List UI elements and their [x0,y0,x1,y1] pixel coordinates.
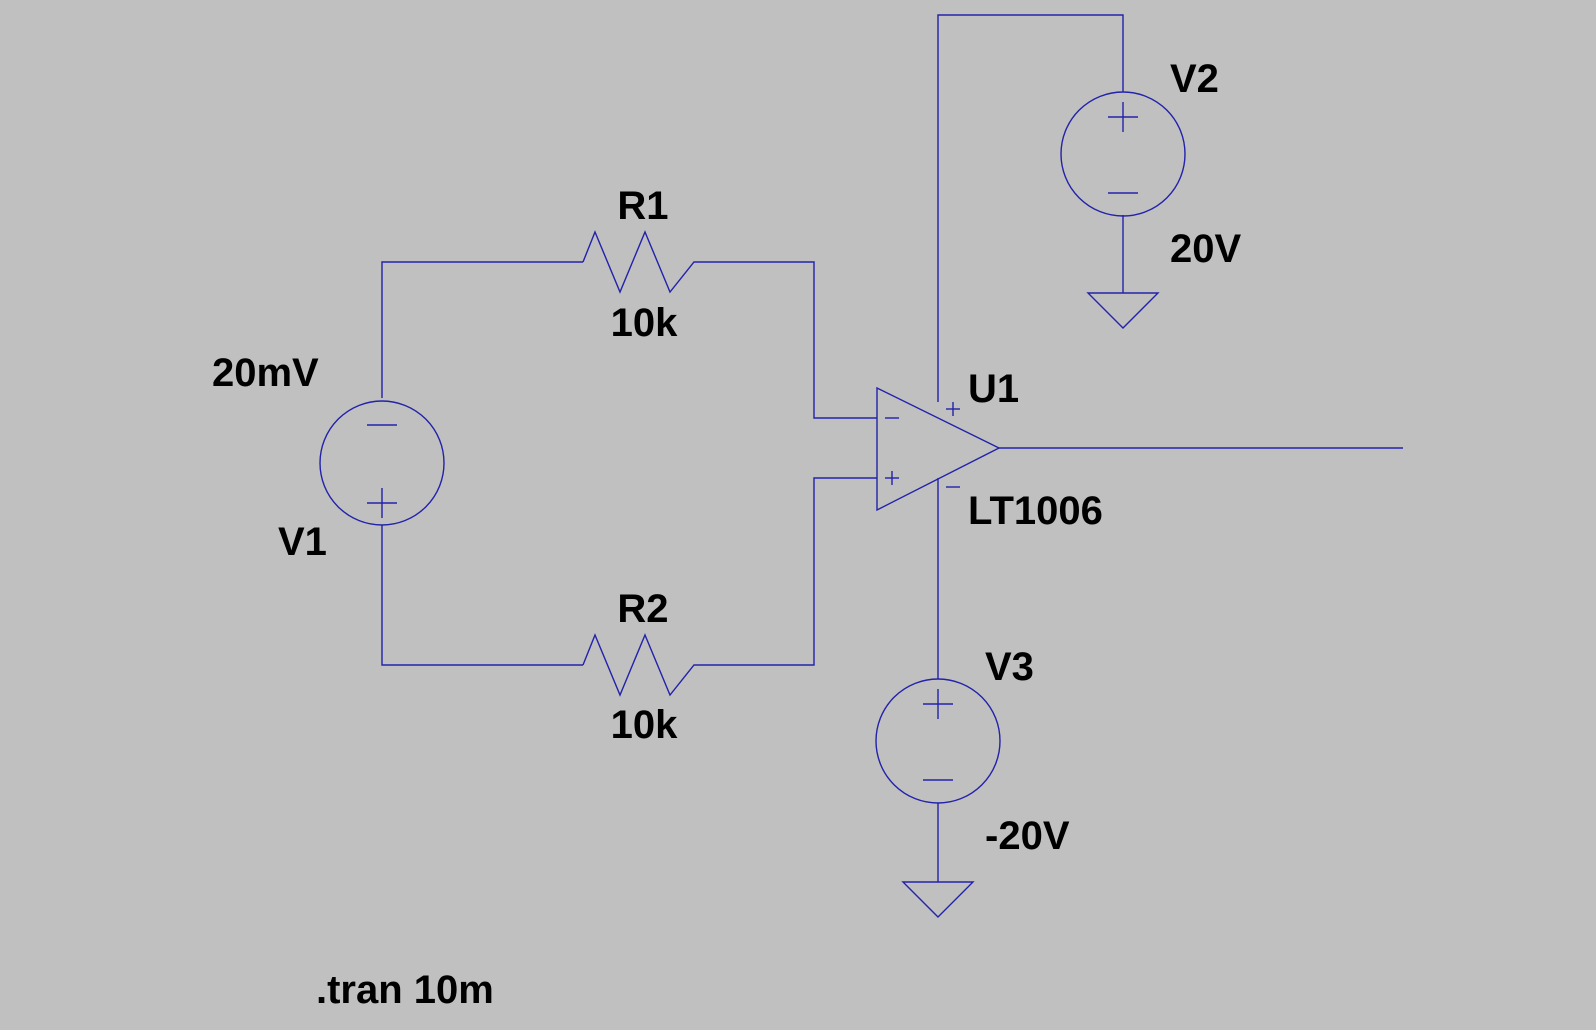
v1-name-label[interactable]: V1 [278,520,327,564]
r1-value-label[interactable]: 10k [611,301,678,345]
voltage-source-v3[interactable] [875,678,1001,804]
v3-name-label[interactable]: V3 [985,645,1034,689]
ground-icon[interactable] [901,881,975,918]
u1-model-label[interactable]: LT1006 [968,489,1103,533]
wire-v1-top-to-r1[interactable] [381,261,583,398]
r1-name-label[interactable]: R1 [617,184,668,228]
wire-v1-bottom-to-r2[interactable] [381,525,583,666]
resistor-r2-zigzag[interactable] [582,633,706,697]
source-v2-circle [1060,91,1186,217]
source-v1-circle [319,400,445,526]
resistor-r1-zigzag[interactable] [582,230,706,294]
wire-r1-to-inverting-input[interactable] [706,261,877,419]
v2-value-label[interactable]: 20V [1170,227,1241,271]
r2-value-label[interactable]: 10k [611,703,678,747]
r2-name-label[interactable]: R2 [617,587,668,631]
v3-value-label[interactable]: -20V [985,814,1070,858]
source-v3-circle [875,678,1001,804]
u1-name-label[interactable]: U1 [968,367,1019,411]
ground-icon[interactable] [1086,292,1160,329]
opamp-triangle [876,386,1001,512]
v1-value-label[interactable]: 20mV [212,351,319,395]
wire-positive-supply[interactable] [937,14,1124,402]
wires [381,14,1403,882]
spice-directive[interactable]: .tran 10m [316,968,494,1012]
opamp-u1[interactable] [876,386,1001,512]
wire-r2-to-noninverting-input[interactable] [706,477,877,666]
voltage-source-v1[interactable] [319,400,445,526]
v2-name-label[interactable]: V2 [1170,57,1219,101]
voltage-source-v2[interactable] [1060,91,1186,217]
